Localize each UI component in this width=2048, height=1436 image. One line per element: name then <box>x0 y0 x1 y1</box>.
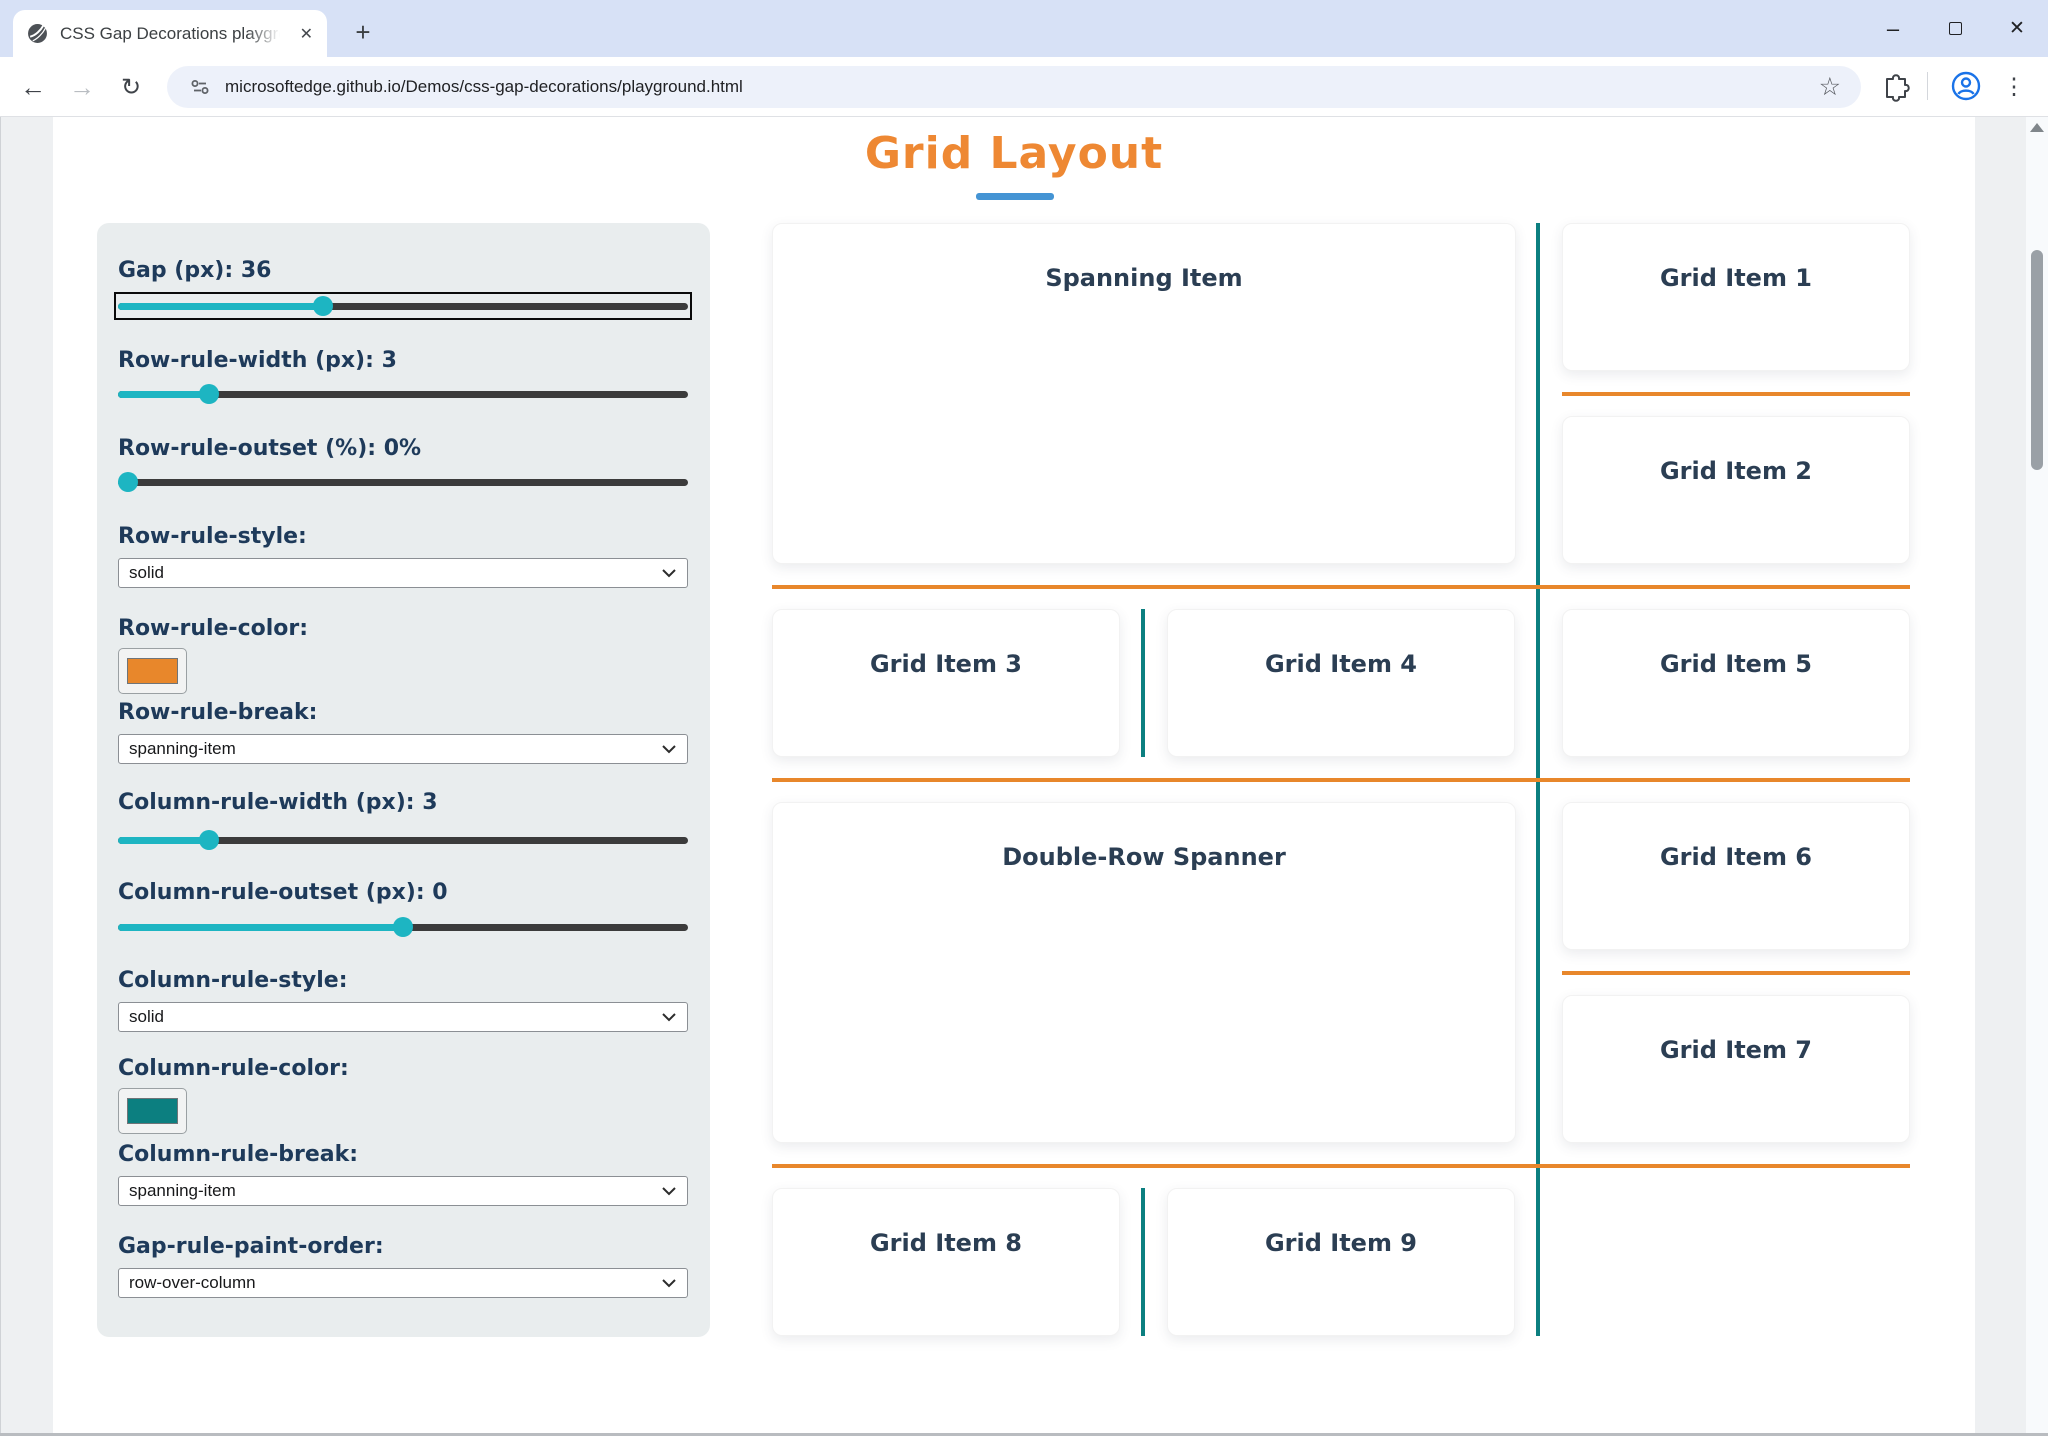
row-rule-style-label: Row-rule-style: <box>118 524 307 549</box>
column-rule-segment <box>1141 609 1145 757</box>
close-window-button[interactable]: ✕ <box>2009 18 2025 39</box>
slider-thumb[interactable] <box>199 384 220 404</box>
scroll-up-arrow-icon[interactable] <box>2030 123 2044 132</box>
row-rule-break-label: Row-rule-break: <box>118 700 318 725</box>
chevron-down-icon <box>662 1013 676 1022</box>
column-rule-style-select[interactable]: solid <box>118 1002 688 1032</box>
grid-item-9: Grid Item 9 <box>1167 1188 1515 1336</box>
row-rule-color-picker[interactable] <box>118 648 187 694</box>
grid-item-7: Grid Item 7 <box>1562 995 1910 1143</box>
back-button[interactable]: ← <box>20 71 46 102</box>
controls-panel: Gap (px): 36 Row-rule-width (px): 3 Row-… <box>97 223 710 1337</box>
select-value: spanning-item <box>129 739 236 758</box>
column-rule-break-label: Column-rule-break: <box>118 1142 359 1167</box>
row-rule-width-label: Row-rule-width (px): 3 <box>118 348 397 373</box>
window-controls: – ✕ <box>1862 0 2048 57</box>
grid-item-1: Grid Item 1 <box>1562 223 1910 371</box>
grid-item-3: Grid Item 3 <box>772 609 1120 757</box>
chevron-down-icon <box>662 745 676 754</box>
column-rule-style-label: Column-rule-style: <box>118 968 348 993</box>
slider-track[interactable] <box>118 391 688 398</box>
browser-menu-icon[interactable]: ⋮ <box>2002 73 2026 99</box>
grid-item-2: Grid Item 2 <box>1562 416 1910 564</box>
slider-thumb[interactable] <box>393 917 413 937</box>
row-rule-outset-slider[interactable] <box>118 472 688 492</box>
select-value: solid <box>129 1007 164 1026</box>
row-rule-color-label: Row-rule-color: <box>118 616 309 641</box>
row-rule-segment <box>1562 971 1910 975</box>
column-rule-break-select[interactable]: spanning-item <box>118 1176 688 1206</box>
toolbar-separator <box>1927 72 1928 100</box>
row-rule-color-swatch <box>127 658 178 684</box>
row-rule-segment <box>772 585 1910 589</box>
profile-avatar-icon[interactable] <box>1950 70 1982 102</box>
column-rule-segment <box>1141 1188 1145 1336</box>
gap-slider-label: Gap (px): 36 <box>118 258 272 283</box>
new-tab-button[interactable]: + <box>355 17 371 47</box>
address-bar[interactable]: microsoftedge.github.io/Demos/css-gap-de… <box>167 66 1861 108</box>
row-rule-outset-label: Row-rule-outset (%): 0% <box>118 436 422 461</box>
gap-rule-paint-order-label: Gap-rule-paint-order: <box>118 1234 384 1259</box>
slider-thumb[interactable] <box>313 296 334 316</box>
forward-button: → <box>69 71 95 102</box>
column-rule-color-label: Column-rule-color: <box>118 1056 349 1081</box>
slider-track[interactable] <box>118 837 688 844</box>
url-text[interactable]: microsoftedge.github.io/Demos/css-gap-de… <box>225 77 743 96</box>
grid-item-4: Grid Item 4 <box>1167 609 1515 757</box>
globe-favicon-icon <box>28 24 47 43</box>
column-rule-width-slider[interactable] <box>118 830 688 850</box>
tab-close-icon[interactable]: ✕ <box>299 25 313 43</box>
scrollbar-thumb[interactable] <box>2031 250 2043 470</box>
grid-item-8: Grid Item 8 <box>772 1188 1120 1336</box>
vertical-scrollbar[interactable] <box>2026 117 2048 1436</box>
column-rule-color-swatch <box>127 1098 178 1124</box>
slider-fill <box>118 924 403 931</box>
slider-track[interactable] <box>118 303 688 310</box>
column-rule-color-picker[interactable] <box>118 1088 187 1134</box>
slider-fill <box>118 391 210 398</box>
slider-thumb[interactable] <box>118 472 139 492</box>
slider-fill <box>118 303 324 310</box>
slider-fill <box>118 837 210 844</box>
grid-item-spanning: Spanning Item <box>772 223 1516 564</box>
select-value: row-over-column <box>129 1273 256 1292</box>
window-bottom-border <box>0 1433 2048 1436</box>
maximize-button[interactable] <box>1924 0 1986 57</box>
grid-item-double-row: Double-Row Spanner <box>772 802 1516 1143</box>
grid-item-6: Grid Item 6 <box>1562 802 1910 950</box>
column-rule-outset-label: Column-rule-outset (px): 0 <box>118 880 448 905</box>
tab-title: CSS Gap Decorations playgroun <box>60 23 280 43</box>
column-rule-outset-slider[interactable] <box>118 917 688 937</box>
reload-button[interactable]: ↻ <box>120 73 142 101</box>
select-value: spanning-item <box>129 1181 236 1200</box>
row-rule-segment <box>772 778 1910 782</box>
tab-strip: CSS Gap Decorations playgroun ✕ + – ✕ <box>0 0 2048 57</box>
chevron-down-icon <box>662 1187 676 1196</box>
row-rule-segment <box>1562 392 1910 396</box>
gap-slider[interactable] <box>114 292 692 320</box>
extensions-icon[interactable] <box>1880 70 1912 102</box>
bookmark-star-icon[interactable]: ☆ <box>1818 73 1841 101</box>
row-rule-width-slider[interactable] <box>118 384 688 404</box>
slider-track[interactable] <box>118 479 688 486</box>
row-rule-segment <box>772 1164 1910 1168</box>
minimize-button[interactable]: – <box>1886 15 1900 41</box>
site-info-icon[interactable] <box>189 76 211 98</box>
grid-item-5: Grid Item 5 <box>1562 609 1910 757</box>
chevron-down-icon <box>662 1279 676 1288</box>
chevron-down-icon <box>662 569 676 578</box>
row-rule-style-select[interactable]: solid <box>118 558 688 588</box>
slider-thumb[interactable] <box>199 830 220 850</box>
maximize-icon <box>1948 22 1962 35</box>
column-rule-width-label: Column-rule-width (px): 3 <box>118 790 438 815</box>
gap-rule-paint-order-select[interactable]: row-over-column <box>118 1268 688 1298</box>
browser-tab[interactable]: CSS Gap Decorations playgroun ✕ <box>13 10 327 57</box>
row-rule-break-select[interactable]: spanning-item <box>118 734 688 764</box>
page-title: Grid Layout <box>864 128 1164 179</box>
title-underline <box>976 193 1054 200</box>
select-value: solid <box>129 563 164 582</box>
